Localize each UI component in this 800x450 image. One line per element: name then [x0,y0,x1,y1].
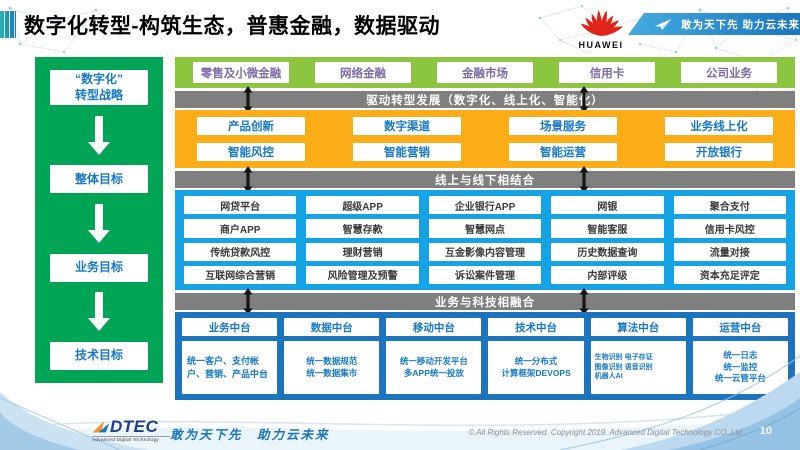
system: 网银 [551,196,664,215]
system: 资本充足评定 [673,265,786,284]
platform-column: 移动中台 统一移动开发平台 多APP统一投放 [386,318,482,394]
platform-title: 算法中台 [590,318,686,336]
footer-slogan: 敢为天下先 助力云未来 [170,428,330,442]
system: 企业银行APP [428,196,542,215]
capability: 开放银行 [665,143,773,161]
adtec-subtext: Advanced Digital Technology [92,436,170,443]
strategy-step: 整体目标 [50,165,148,194]
online-systems-band: 网贷平台 超级APP 企业银行APP 网银 聚合支付 商户APP 智慧存款 智慧… [175,190,795,290]
adtec-arrow-icon [92,420,110,433]
banner-label: 驱动转型发展（数字化、线上化、智能化） [366,94,604,107]
system: 流量对接 [673,242,786,261]
capability: 场景服务 [509,117,617,135]
transform-capabilities-band: 产品创新 数字渠道 场景服务 业务线上化 智能风控 智能营销 智能运营 开放银行 [175,110,795,168]
platform-detail: 统一数据规范 统一数据集市 [284,341,380,394]
strategy-step: 技术目标 [50,341,148,370]
platform-detail: 生物识别 电子存证 图像识别 语音识别 机器人AI [590,341,686,394]
adtec-wordmark: DTEC [110,417,159,436]
system: 聚合支付 [673,196,786,215]
business-line: 信用卡 [559,62,655,83]
system: 诉讼案件管理 [428,265,542,284]
system: 互联网综合营销 [184,265,297,284]
strategy-step: 业务目标 [50,253,148,282]
capability: 业务线上化 [665,117,773,135]
platform-title: 数据中台 [284,318,380,336]
banner-label: 业务与科技相融合 [435,296,535,309]
platform-detail: 统一分布式 计算框架DEVOPS [488,341,584,394]
page-title: 数字化转型-构筑生态，普惠金融，数据驱动 [24,15,440,38]
platform-detail: 统一客户、支付帐户、营销、产品中台 [182,341,278,394]
capability: 产品创新 [197,117,305,135]
banner-label: 线上与线下相结合 [435,174,535,187]
system: 超级APP [306,196,419,215]
capability: 智能营销 [353,143,461,161]
up-down-arrow-icon [579,86,589,113]
platform-column: 业务中台 统一客户、支付帐户、营销、产品中台 [182,318,278,394]
block-down-arrow-icon [88,204,110,244]
strategy-panel: “数字化” 转型战略 整体目标 业务目标 技术目标 [35,57,163,383]
system: 互金影像内容管理 [428,242,542,261]
copyright-text: © All Rights Reserved. Copyright 2019. A… [468,428,742,437]
huawei-logo: HUAWEI [572,3,630,50]
up-down-arrow-icon [579,288,589,315]
strategy-step: “数字化” 转型战略 [50,70,148,106]
business-line: 网络金融 [315,62,411,83]
platform-title: 移动中台 [386,318,482,336]
up-down-arrow-icon [243,166,253,193]
platform-column: 运营中台 统一日志 统一监控 统一云管平台 [692,318,788,394]
system: 智慧存款 [306,219,419,238]
banner-online-offline: 线上与线下相结合 [175,166,795,193]
system: 理财营销 [306,242,419,261]
paper-plane-icon [654,18,672,30]
business-lines-band: 零售及小微金融 网络金融 金融市场 信用卡 公司业务 [175,57,795,88]
huawei-wordmark: HUAWEI [578,40,624,50]
system: 传统贷款风控 [184,242,297,261]
system: 网贷平台 [184,196,297,215]
capability: 智能风控 [197,143,305,161]
platform-detail: 统一日志 统一监控 统一云管平台 [692,341,788,394]
huawei-flower-icon [580,9,623,36]
page-number: 10 [759,425,772,437]
system: 风险管理及预警 [306,265,419,284]
middle-platform-band: 业务中台 统一客户、支付帐户、营销、产品中台 数据中台 统一数据规范 统一数据集… [175,312,795,400]
system: 智能客服 [551,219,664,238]
business-line: 零售及小微金融 [193,62,289,83]
block-down-arrow-icon [88,292,110,332]
system: 历史数据查询 [551,242,664,261]
platform-column: 技术中台 统一分布式 计算框架DEVOPS [488,318,584,394]
platform-title: 业务中台 [182,318,278,336]
up-down-arrow-icon [579,166,589,193]
capability: 数字渠道 [353,117,461,135]
platform-title: 运营中台 [692,318,788,336]
platform-detail: 统一移动开发平台 多APP统一投放 [386,341,482,394]
platform-title: 技术中台 [488,318,584,336]
system: 智慧网点 [428,219,542,238]
system: 内部评级 [551,265,664,284]
platform-column: 数据中台 统一数据规范 统一数据集市 [284,318,380,394]
system: 商户APP [184,219,297,238]
header-slogan: 敢为天下先 助力云未来 [681,18,800,31]
business-line: 公司业务 [681,62,777,83]
adtec-logo: DTEC Advanced Digital Technology [92,418,170,443]
up-down-arrow-icon [243,86,253,113]
header-slogan-ribbon: 敢为天下先 助力云未来 [628,13,800,35]
block-down-arrow-icon [88,115,110,155]
system: 信用卡风控 [673,219,786,238]
title-accent-chip [0,11,16,38]
capability: 智能运营 [509,143,617,161]
up-down-arrow-icon [243,288,253,315]
banner-drive-transform: 驱动转型发展（数字化、线上化、智能化） [175,86,795,113]
platform-column: 算法中台 生物识别 电子存证 图像识别 语音识别 机器人AI [590,318,686,394]
banner-tech-fusion: 业务与科技相融合 [175,288,795,315]
business-line: 金融市场 [437,62,533,83]
